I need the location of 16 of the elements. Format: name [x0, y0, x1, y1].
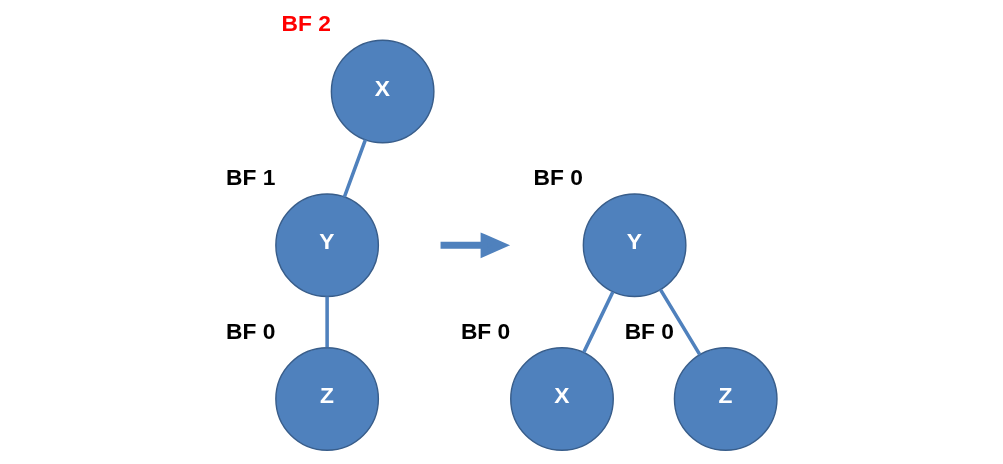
node-circle: X [510, 346, 614, 451]
node-circle: Y [275, 192, 380, 297]
node-label: BF 0 [460, 317, 511, 344]
node-circle: Y [582, 192, 687, 297]
node-circle: Z [673, 346, 778, 451]
node-label: BF 2 [281, 9, 331, 36]
connector [582, 290, 615, 353]
connector [342, 138, 368, 198]
node-label: BF 1 [226, 163, 276, 190]
connector [325, 296, 329, 347]
node-label: BF 0 [533, 163, 583, 190]
node-label: BF 0 [226, 317, 276, 344]
node-circle: X [330, 39, 435, 144]
connector [658, 288, 702, 356]
node-label: BF 0 [624, 317, 674, 344]
node-circle: Z [275, 346, 380, 451]
